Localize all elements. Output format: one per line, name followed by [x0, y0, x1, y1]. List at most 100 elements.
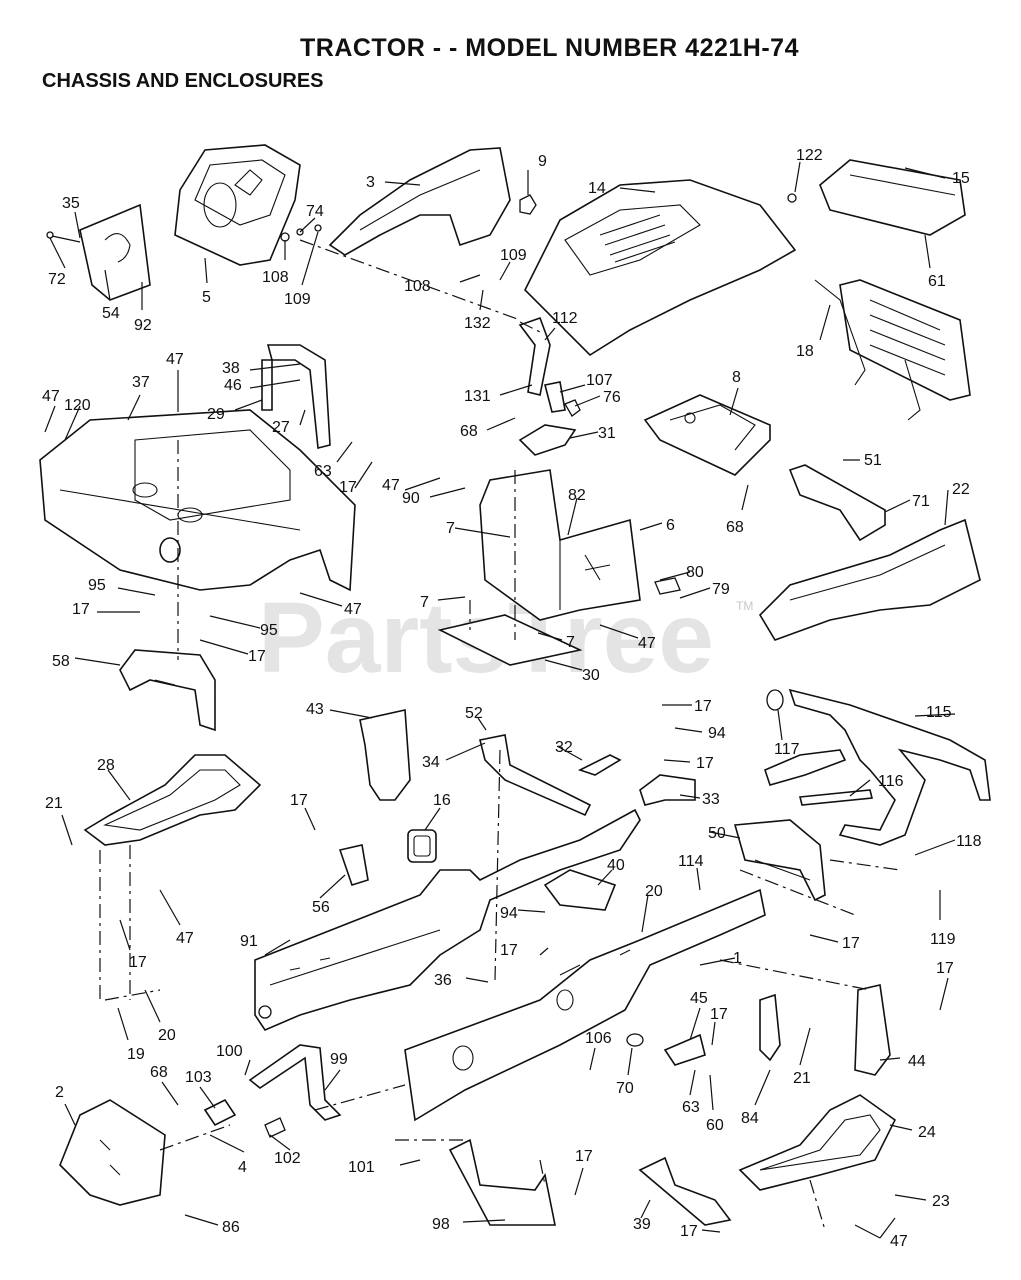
part-103-bracket — [203, 1098, 237, 1127]
callout-92: 92 — [134, 317, 152, 334]
callout-1: 1 — [733, 950, 742, 967]
callout-98: 98 — [432, 1216, 450, 1233]
hardware-74-108-109 — [280, 224, 322, 242]
callout-84: 84 — [741, 1110, 759, 1127]
callout-40: 40 — [607, 857, 625, 874]
callout-6: 6 — [666, 517, 675, 534]
callout-102: 102 — [274, 1150, 301, 1167]
callout-4: 4 — [238, 1159, 247, 1176]
callout-90: 90 — [402, 490, 420, 507]
part-92-shield — [46, 203, 151, 301]
callout-33: 33 — [702, 791, 720, 808]
part-34-bracket — [479, 734, 592, 817]
part-32-bracket — [577, 754, 622, 776]
callout-132: 132 — [464, 315, 491, 332]
callout-60: 60 — [706, 1117, 724, 1134]
callout-54: 54 — [102, 305, 120, 322]
callout-80: 80 — [686, 564, 704, 581]
callout-15: 15 — [952, 170, 970, 187]
callout-5: 5 — [202, 289, 211, 306]
callout-17-l: 17 — [575, 1148, 593, 1165]
callout-32: 32 — [555, 739, 573, 756]
callout-109-b: 109 — [500, 247, 527, 264]
callout-30: 30 — [582, 667, 600, 684]
part-116-bar — [798, 789, 874, 806]
callout-7-c: 7 — [566, 634, 575, 651]
callout-47-b: 47 — [42, 388, 60, 405]
part-50-bracket — [733, 819, 826, 902]
part-29-bracket — [261, 344, 331, 450]
callout-120: 120 — [64, 397, 91, 414]
callout-108-b: 108 — [404, 278, 431, 295]
part-71-bracket — [788, 464, 886, 542]
callout-95-b: 95 — [260, 622, 278, 639]
section-subtitle: CHASSIS AND ENCLOSURES — [42, 70, 324, 92]
part-16-grommet — [407, 829, 437, 863]
part-56-bracket — [338, 844, 369, 886]
callout-21: 21 — [45, 795, 63, 812]
part-3-side-panel — [328, 147, 511, 256]
callout-46: 46 — [224, 377, 242, 394]
callout-17-f: 17 — [290, 792, 308, 809]
callout-17-i: 17 — [129, 954, 147, 971]
callout-115: 115 — [926, 704, 952, 721]
callout-107: 107 — [586, 372, 613, 389]
callout-23: 23 — [932, 1193, 950, 1210]
callout-100: 100 — [216, 1043, 243, 1060]
assembly-lines — [99, 239, 901, 1231]
callout-47-e: 47 — [638, 635, 656, 652]
callout-16: 16 — [433, 792, 451, 809]
callout-38: 38 — [222, 360, 240, 377]
callout-79: 79 — [712, 581, 730, 598]
callout-20-b: 20 — [158, 1027, 176, 1044]
part-102-clip — [264, 1117, 286, 1138]
callout-45: 45 — [690, 990, 708, 1007]
callout-101: 101 — [348, 1159, 375, 1176]
callout-86: 86 — [222, 1219, 240, 1236]
callout-44: 44 — [908, 1053, 926, 1070]
part-39-bracket — [638, 1156, 732, 1226]
part-30-mat — [437, 614, 583, 666]
callout-76: 76 — [603, 389, 621, 406]
part-33-bracket — [639, 774, 696, 806]
part-43-bracket — [359, 709, 411, 801]
callout-17-m: 17 — [680, 1223, 698, 1240]
callout-17-k: 17 — [710, 1006, 728, 1023]
callout-58: 58 — [52, 653, 70, 670]
part-37-fender — [39, 409, 356, 592]
callout-61: 61 — [928, 273, 946, 290]
callout-18: 18 — [796, 343, 814, 360]
callout-47-c: 47 — [382, 477, 400, 494]
callout-17-c: 17 — [248, 648, 266, 665]
callout-117: 117 — [774, 741, 800, 758]
callout-9: 9 — [538, 153, 547, 170]
part-80-spacer — [654, 577, 681, 595]
callout-109: 109 — [284, 291, 311, 308]
callout-70: 70 — [616, 1080, 634, 1097]
callout-108: 108 — [262, 269, 289, 286]
callout-52: 52 — [465, 705, 483, 722]
part-131-bracket — [518, 316, 581, 456]
part-14-hood — [524, 179, 797, 357]
callout-20: 20 — [645, 883, 663, 900]
part-28-footrest — [83, 754, 262, 846]
callout-39: 39 — [633, 1216, 651, 1233]
callout-103: 103 — [185, 1069, 212, 1086]
part-98-bracket — [448, 1138, 556, 1226]
callout-17-j: 17 — [936, 960, 954, 977]
callout-17-g: 17 — [842, 935, 860, 952]
callout-63: 63 — [314, 463, 332, 480]
callout-119: 119 — [930, 931, 956, 948]
part-5-dash-panel — [174, 144, 301, 266]
part-22-bumper — [758, 518, 981, 641]
callout-122: 122 — [796, 147, 823, 164]
part-18-grille — [814, 279, 971, 421]
callout-47-g: 47 — [890, 1233, 908, 1250]
callout-131: 131 — [464, 388, 491, 405]
callout-50: 50 — [708, 825, 726, 842]
callout-82: 82 — [568, 487, 586, 504]
callout-29: 29 — [207, 406, 225, 423]
callout-71: 71 — [912, 493, 930, 510]
callout-56: 56 — [312, 899, 330, 916]
leader-lines — [44, 161, 956, 1239]
